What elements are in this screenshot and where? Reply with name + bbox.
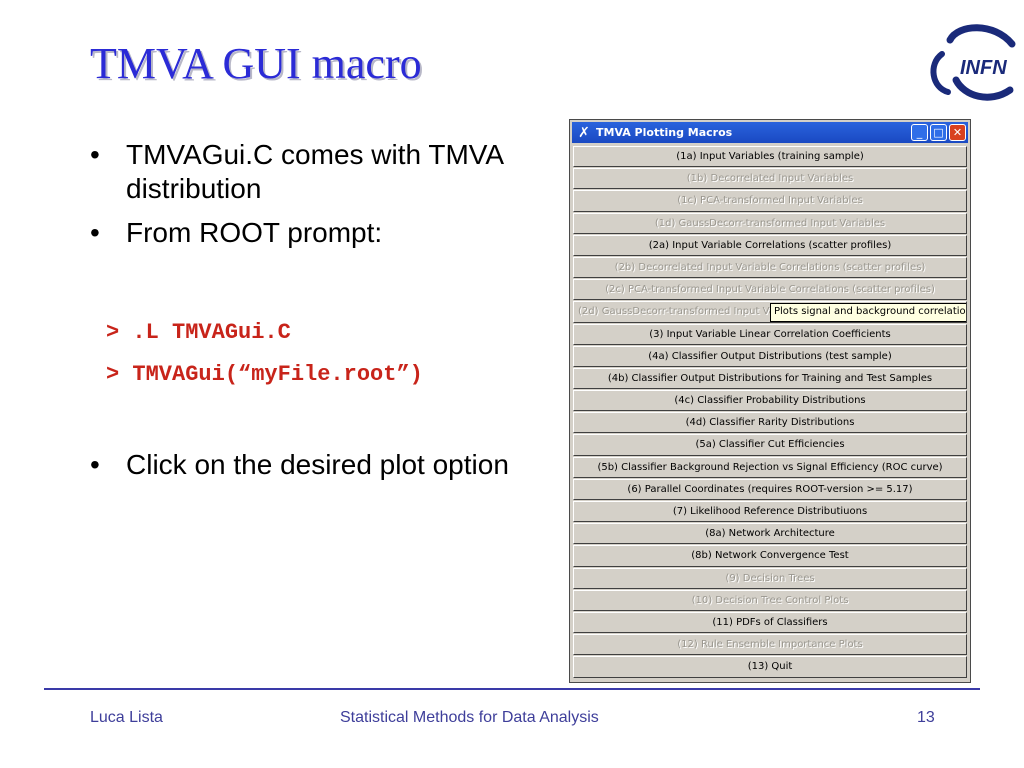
- macro-button[interactable]: (9) Decision Trees: [573, 567, 967, 589]
- bullet-text: TMVAGui.C comes with TMVA distribution: [126, 139, 503, 204]
- macro-button-label: (2c) PCA-transformed Input Variable Corr…: [605, 284, 935, 296]
- macro-button-label: (7) Likelihood Reference Distributiuons: [672, 506, 868, 517]
- macro-button-label: (3) Input Variable Linear Correlation Co…: [649, 328, 891, 340]
- x-app-icon: ✗: [578, 124, 590, 141]
- bullet-item: • Click on the desired plot option: [90, 448, 586, 482]
- code-line: > .L TMVAGui.C: [106, 320, 291, 345]
- maximize-button[interactable]: □: [930, 124, 947, 141]
- macro-button[interactable]: (11) PDFs of Classifiers: [573, 611, 967, 634]
- macro-button[interactable]: (1d) GaussDecorr-transformed Input Varia…: [573, 212, 967, 234]
- macro-button[interactable]: (1a) Input Variables (training sample): [573, 146, 967, 168]
- macro-button-label: (8a) Network Architecture: [705, 528, 835, 540]
- macro-button[interactable]: (1c) PCA-transformed Input Variables: [573, 190, 967, 212]
- macro-button-label: (1a) Input Variables (training sample): [676, 151, 864, 162]
- macro-button-list: (1a) Input Variables (training sample) (1…: [573, 146, 967, 679]
- macro-button[interactable]: (2a) Input Variable Correlations (scatte…: [573, 234, 967, 256]
- macro-button[interactable]: (8a) Network Architecture: [573, 523, 967, 545]
- bullet-text: Click on the desired plot option: [126, 449, 509, 480]
- bullet-glyph: •: [90, 217, 100, 248]
- macro-button[interactable]: (13) Quit: [573, 656, 967, 678]
- window-title: TMVA Plotting Macros: [596, 126, 733, 139]
- macro-button[interactable]: (7) Likelihood Reference Distributiuons: [573, 501, 967, 523]
- minimize-button[interactable]: _: [911, 124, 928, 141]
- macro-button-label: (1c) PCA-transformed Input Variables: [677, 195, 863, 207]
- close-button[interactable]: ✕: [949, 124, 966, 141]
- macro-button-label: (4c) Classifier Probability Distribution…: [674, 395, 866, 407]
- macro-button-label: (1d) GaussDecorr-transformed Input Varia…: [654, 217, 886, 229]
- macro-button-label: (4b) Classifier Output Distributions for…: [607, 372, 933, 384]
- macro-button[interactable]: (2b) Decorrelated Input Variable Correla…: [573, 256, 967, 279]
- infn-logo: INFN: [930, 24, 1016, 101]
- window-titlebar[interactable]: ✗ TMVA Plotting Macros _ □ ✕: [572, 122, 968, 143]
- macro-button[interactable]: (6) Parallel Coordinates (requires ROOT-…: [573, 478, 967, 500]
- footer-divider: [44, 688, 980, 690]
- bullet-item: • TMVAGui.C comes with TMVA distribution: [90, 138, 550, 206]
- bullet-glyph: •: [90, 449, 100, 480]
- macro-button-label: (5a) Classifier Cut Efficiencies: [695, 439, 845, 451]
- macro-button-label: (2b) Decorrelated Input Variable Correla…: [614, 261, 926, 273]
- macro-button[interactable]: (12) Rule Ensemble Importance Plots: [573, 634, 967, 656]
- macro-button[interactable]: (8b) Network Convergence Test: [573, 545, 967, 567]
- macro-button-label: (2d) GaussDecorr-transformed Input Varia…: [578, 306, 953, 318]
- macro-button[interactable]: (4c) Classifier Probability Distribution…: [573, 390, 967, 412]
- macro-button[interactable]: (4b) Classifier Output Distributions for…: [573, 367, 967, 390]
- macro-button[interactable]: (10) Decision Tree Control Plots: [573, 589, 967, 611]
- macro-button[interactable]: (3) Input Variable Linear Correlation Co…: [573, 323, 967, 345]
- macro-button-label: (12) Rule Ensemble Importance Plots: [677, 639, 863, 651]
- macro-button-label: (9) Decision Trees: [725, 572, 815, 584]
- footer-course: Statistical Methods for Data Analysis: [340, 709, 599, 726]
- macro-button-label: (8b) Network Convergence Test: [691, 550, 849, 562]
- macro-button[interactable]: (4a) Classifier Output Distributions (te…: [573, 345, 967, 367]
- macro-button-label: (1b) Decorrelated Input Variables: [686, 173, 854, 185]
- bullet-text: From ROOT prompt:: [126, 217, 383, 248]
- window-controls: _ □ ✕: [911, 124, 966, 141]
- bullet-list: • TMVAGui.C comes with TMVA distribution…: [90, 138, 550, 260]
- tmva-plotting-macros-window: ✗ TMVA Plotting Macros _ □ ✕ (1a) Input …: [569, 119, 971, 683]
- macro-button-label: (6) Parallel Coordinates (requires ROOT-…: [627, 483, 913, 495]
- macro-button[interactable]: (5a) Classifier Cut Efficiencies: [573, 434, 967, 456]
- macro-button-label: (4a) Classifier Output Distributions (te…: [648, 350, 892, 362]
- macro-button[interactable]: (4d) Classifier Rarity Distributions: [573, 412, 967, 434]
- macro-button[interactable]: (1b) Decorrelated Input Variables: [573, 168, 967, 190]
- tooltip: Plots signal and background correlatio: [770, 303, 966, 322]
- macro-button-label: (4d) Classifier Rarity Distributions: [685, 417, 855, 429]
- macro-button[interactable]: (2c) PCA-transformed Input Variable Corr…: [573, 279, 967, 301]
- slide-title: TMVA GUI macro: [90, 39, 422, 88]
- macro-button-label: (13) Quit: [747, 661, 793, 673]
- bullet-item: • From ROOT prompt:: [90, 216, 550, 250]
- code-line: > TMVAGui(“myFile.root”): [106, 362, 423, 387]
- page-number: 13: [917, 709, 935, 726]
- infn-logo-text: INFN: [960, 57, 1007, 79]
- macro-button-label: (5b) Classifier Background Rejection vs …: [597, 461, 943, 473]
- macro-button-label: (11) PDFs of Classifiers: [712, 616, 828, 628]
- footer-author: Luca Lista: [90, 709, 163, 726]
- macro-button-label: (10) Decision Tree Control Plots: [691, 594, 849, 606]
- macro-button[interactable]: (5b) Classifier Background Rejection vs …: [573, 456, 967, 478]
- bullet-glyph: •: [90, 139, 100, 170]
- macro-button[interactable]: (2d) GaussDecorr-transformed Input Varia…: [573, 301, 967, 323]
- macro-button-label: (2a) Input Variable Correlations (scatte…: [648, 239, 892, 251]
